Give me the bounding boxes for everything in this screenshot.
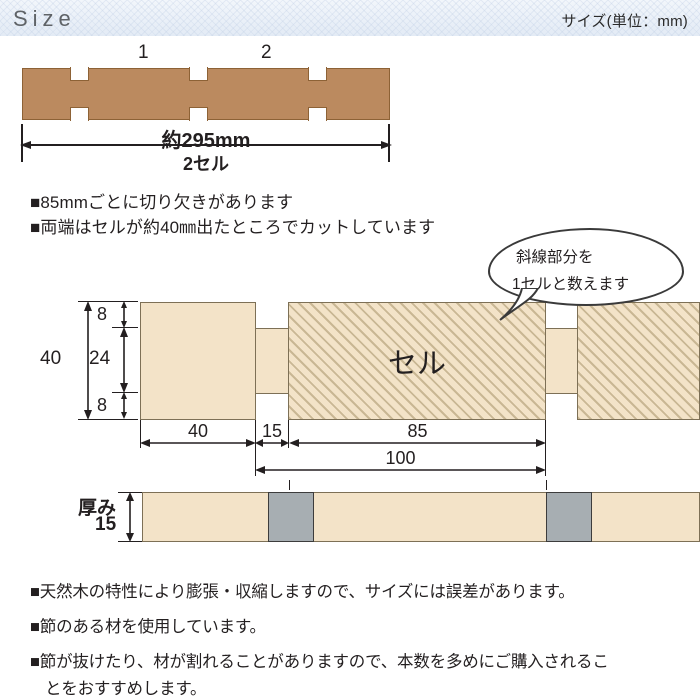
dim-8-top-arrow-icon [121, 301, 127, 328]
cells-label: 2セル [182, 154, 229, 174]
thickness-gray-block-1 [268, 492, 314, 542]
bullet-top-2: ■両端はセルが約40㎜出たところでカットしています [30, 218, 436, 237]
profile-cell-next [577, 302, 700, 420]
dim-h85-label: 85 [407, 421, 428, 441]
page-header: Size サイズ(単位：mm) [0, 0, 700, 36]
thickness-bar [142, 492, 700, 542]
dim-8-bottom-arrow-icon [121, 392, 127, 419]
cell-caption: セル [387, 348, 446, 380]
dim-40-label: 40 [40, 348, 62, 369]
page-title: Size [13, 6, 76, 31]
dim-h40-arrow-icon [140, 439, 256, 447]
dim-40-arrow-icon [84, 301, 92, 420]
length-arrow-icon [20, 141, 392, 149]
bullet-bottom-1: ■天然木の特性により膨張・収縮しますので、サイズには誤差があります。 [30, 583, 575, 601]
dim-8-bottom-label: 8 [97, 395, 108, 415]
bullet-bottom-2: ■節のある材を使用しています。 [30, 618, 266, 636]
dim-h100-label: 100 [385, 448, 416, 468]
cell-number-2: 2 [261, 42, 272, 63]
profile-block-40 [140, 302, 256, 420]
callout-line-1: 斜線部分を [516, 249, 594, 266]
dim-h15-arrow-icon [255, 439, 289, 447]
unit-note: サイズ(単位：mm) [561, 13, 688, 30]
dim-24-arrow-icon [120, 327, 128, 393]
callout-tail-icon [499, 288, 540, 321]
dim-h15-label: 15 [261, 421, 283, 441]
thickness-gray-block-2 [546, 492, 592, 542]
dim-8-top-label: 8 [97, 304, 108, 324]
dim-h40-label: 40 [187, 421, 209, 441]
profile-neck-15 [255, 328, 289, 394]
thickness-value: 15 [95, 514, 117, 535]
dim-h85-arrow-icon [289, 439, 546, 447]
thickness-arrow-icon [126, 492, 134, 542]
dim-h100-arrow-icon [255, 466, 546, 474]
profile-cell-85 [288, 302, 546, 420]
cell-number-1: 1 [138, 42, 149, 63]
bullet-bottom-4: とをおすすめします。 [45, 680, 207, 698]
dim-24-label: 24 [89, 348, 111, 369]
callout-bubble: 斜線部分を 1セルと数えます [488, 228, 684, 306]
callout-line-2: 1セルと数えます [512, 276, 630, 293]
thickness-label: 厚み [78, 498, 117, 519]
profile-neck-next [545, 328, 578, 394]
bullet-bottom-3: ■節が抜けたり、材が割れることがありますので、本数を多めにご購入されるこ [30, 653, 609, 671]
bullet-top-1: ■85mmごとに切り欠きがあります [30, 193, 294, 212]
length-label: 約295mm [161, 130, 251, 152]
